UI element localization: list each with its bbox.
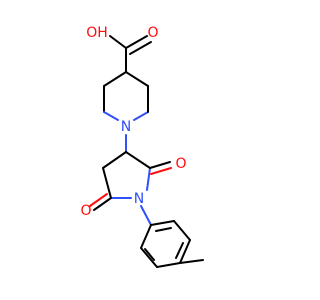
methyl-bond bbox=[179, 259, 204, 264]
aryl-bond-5 bbox=[140, 247, 158, 268]
carboxyl-double-bond-1 bbox=[125, 35, 148, 49]
succinimide-bond-2 bbox=[102, 167, 112, 199]
imide-oxygen-left-label: O bbox=[80, 203, 91, 219]
aryl-inner-bond-2 bbox=[175, 242, 184, 259]
hydroxyl-label: OH bbox=[86, 25, 108, 41]
succinimide-bond-5 bbox=[125, 151, 151, 169]
imide-nitrogen-label: N bbox=[134, 191, 144, 207]
imide-n-to-aryl-bond bbox=[140, 205, 152, 226]
piperidine-bond-1 bbox=[103, 71, 127, 87]
molecule-structure: OH O N O N O bbox=[80, 25, 204, 268]
piperidine-bond-3 bbox=[103, 111, 119, 121]
succinimide-bond-1 bbox=[102, 151, 127, 169]
carboxyl-to-oh-bond bbox=[109, 35, 127, 49]
aryl-inner-bond-1 bbox=[155, 227, 172, 232]
aryl-inner-bond-3 bbox=[144, 248, 155, 261]
piperidine-nitrogen-label: N bbox=[121, 119, 131, 135]
aryl-bond-2 bbox=[173, 220, 191, 241]
imide-oxygen-right-label: O bbox=[175, 156, 186, 172]
carboxyl-double-bond-2 bbox=[129, 41, 152, 55]
aryl-bond-1 bbox=[150, 220, 175, 226]
succinimide-bond-4 bbox=[146, 167, 151, 191]
aryl-bond-6 bbox=[140, 224, 152, 249]
piperidine-bond-6 bbox=[125, 71, 149, 87]
right-carbonyl-bond-2 bbox=[150, 167, 172, 175]
piperidine-bond-4 bbox=[133, 111, 149, 121]
left-carbonyl-bond-1 bbox=[93, 197, 112, 211]
molecule-canvas: OH O N O N O bbox=[80, 25, 204, 268]
left-carbonyl-bond-2 bbox=[89, 193, 108, 207]
carboxyl-oxygen-label: O bbox=[147, 25, 158, 41]
aryl-bond-3 bbox=[179, 239, 191, 264]
aryl-bond-4 bbox=[156, 262, 181, 268]
right-carbonyl-bond-1 bbox=[149, 161, 171, 169]
